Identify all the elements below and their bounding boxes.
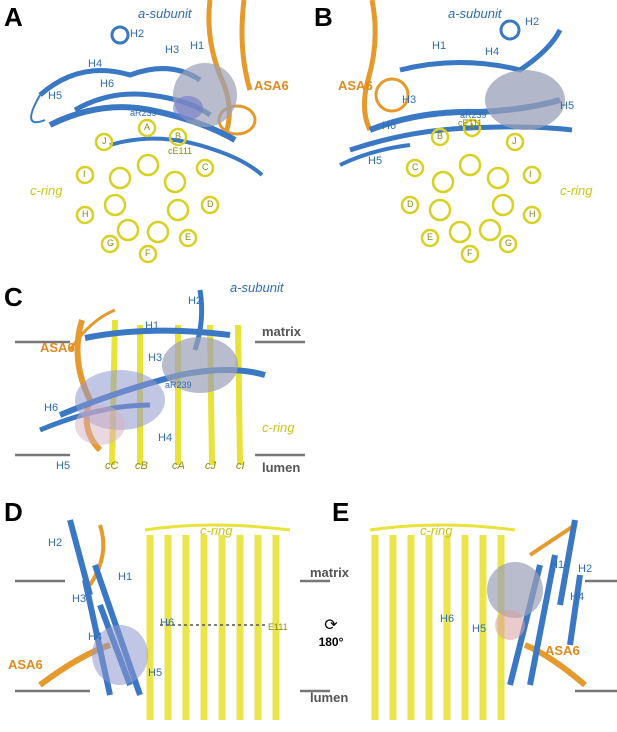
lumen-label: lumen [262,460,301,475]
chain-c-label: C [202,162,209,172]
chain-a-label: A [144,122,151,132]
asa6-label: ASA6 [254,78,289,93]
panel-b: B a-subunit ASA6 H1 H2 H3 H4 H5 H6 H5 aR… [310,0,617,275]
helix-h4-label: H4 [570,591,585,603]
chain-f-label: F [145,248,151,258]
helix-h6-label: H6 [440,613,455,625]
helix-h5b-label: H5 [368,155,383,167]
asa6-label: ASA6 [8,657,43,672]
a-subunit-label: a-subunit [448,6,502,21]
c-ring-label: c-ring [200,523,233,538]
chain-cc-label: cC [105,460,119,472]
helix-h2-label: H2 [48,537,63,549]
panel-a-structure [30,0,264,264]
chain-f-label: F [467,248,473,258]
helix-h6-label: H6 [100,78,115,90]
helix-h4-label: H4 [88,58,103,70]
panel-d: D c-ring matrix lumen ASA6 E111 H1 H2 H3… [0,495,349,732]
residue-ar239-label: aR239 [130,108,157,118]
chain-e-label: E [427,232,434,242]
asa6-label: ASA6 [545,643,580,658]
helix-h3-label: H3 [72,593,87,605]
panel-a: A a-subunit ASA6 H1 H2 H3 H4 H5 H6 aR239… [0,0,308,275]
a-subunit-label: a-subunit [138,6,192,21]
chain-g-label: G [505,238,513,248]
helix-h6-label: H6 [160,617,175,629]
helix-h4-label: H4 [158,432,173,444]
chain-g-label: G [107,238,115,248]
panel-d-structure [15,519,330,720]
asa6-label: ASA6 [338,78,373,93]
panel-c: C a-subunit ASA6 matrix lumen c-ring aR2… [0,280,330,480]
helix-h6-label: H6 [382,120,397,132]
residue-ar239-label: aR239 [460,110,487,120]
helix-h2-label: H2 [525,16,540,28]
helix-h5-label: H5 [472,623,487,635]
rotate-icon: ⟳ [324,617,338,634]
helix-h2-label: H2 [130,28,145,40]
helix-h1-label: H1 [118,571,133,583]
chain-b-label: B [175,131,182,141]
helix-h6-label: H6 [44,402,59,414]
helix-h4-label: H4 [88,631,103,643]
chain-cb-label: cB [135,460,148,472]
residue-ce111-label: cE111 [168,146,193,156]
chain-j-label: J [512,136,517,146]
helix-h3-label: H3 [148,352,163,364]
chain-d-label: D [407,199,414,209]
chain-h-label: H [529,209,536,219]
a-subunit-label: a-subunit [230,280,284,295]
helix-h5-label: H5 [48,90,63,102]
panel-e: E c-ring ASA6 H1 H2 H4 H5 H6 [330,495,617,732]
panel-e-label: E [332,497,350,527]
chain-cj-label: cJ [205,460,216,472]
residue-e111-label: E111 [268,622,288,632]
chain-j-label: J [102,136,107,146]
helix-h5-label: H5 [56,460,71,472]
c-ring-label: c-ring [30,183,63,198]
chain-d-label: D [207,199,214,209]
panel-a-label: A [4,2,23,32]
helix-h2-label: H2 [188,295,203,307]
chain-ci-label: cI [236,460,245,472]
helix-h1-label: H1 [145,320,160,332]
helix-h1-label: H1 [550,559,565,571]
residue-ar239-label: aR239 [165,380,192,390]
chain-b-label: B [437,131,444,141]
rotation-label: 180° [318,635,344,649]
helix-h3-label: H3 [402,94,417,106]
helix-h1-label: H1 [190,40,205,52]
rotation-indicator: ⟳ 180° [316,615,346,649]
c-ring-label: c-ring [420,523,453,538]
helix-h4-label: H4 [485,46,500,58]
c-ring-label: c-ring [262,420,295,435]
matrix-label: matrix [310,565,350,580]
helix-h1-label: H1 [432,40,447,52]
panel-d-label: D [4,497,23,527]
helix-h2-label: H2 [578,563,593,575]
panel-c-structure [15,289,305,466]
matrix-label: matrix [262,324,302,339]
residue-ce111-label: cE111 [458,118,483,128]
chain-a-label: A [469,122,476,132]
panel-b-structure [339,0,573,264]
chain-i-label: I [83,169,86,179]
helix-h5-label: H5 [560,100,575,112]
chain-e-label: E [185,232,192,242]
c-ring-label: c-ring [560,183,593,198]
panel-c-label: C [4,282,23,312]
lumen-label: lumen [310,690,349,705]
chain-ca-label: cA [172,460,185,472]
asa6-label: ASA6 [40,340,75,355]
chain-h-label: H [82,209,89,219]
panel-e-structure [369,519,617,720]
helix-h5-label: H5 [148,667,163,679]
chain-c-label: C [412,162,419,172]
panel-b-label: B [314,2,333,32]
helix-h3-label: H3 [165,44,180,56]
chain-i-label: I [529,169,532,179]
